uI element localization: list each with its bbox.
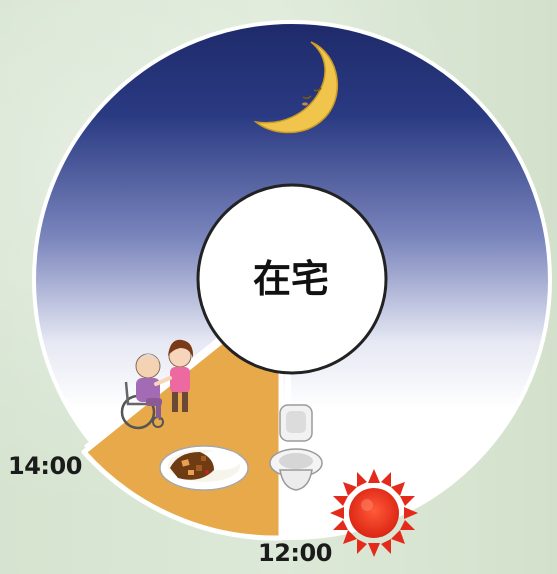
sun-icon bbox=[330, 469, 418, 557]
center-circle bbox=[196, 183, 388, 375]
time-label-1400: 14:00 bbox=[8, 452, 82, 480]
care-segment bbox=[81, 335, 284, 541]
toilet-icon bbox=[269, 404, 323, 491]
wheelchair-caregiver-icon bbox=[120, 339, 194, 430]
crescent-moon-icon bbox=[253, 41, 339, 134]
time-label-1200: 12:00 bbox=[258, 539, 332, 567]
curry-rice-icon bbox=[159, 445, 249, 491]
center-label: 在宅 bbox=[252, 257, 329, 301]
